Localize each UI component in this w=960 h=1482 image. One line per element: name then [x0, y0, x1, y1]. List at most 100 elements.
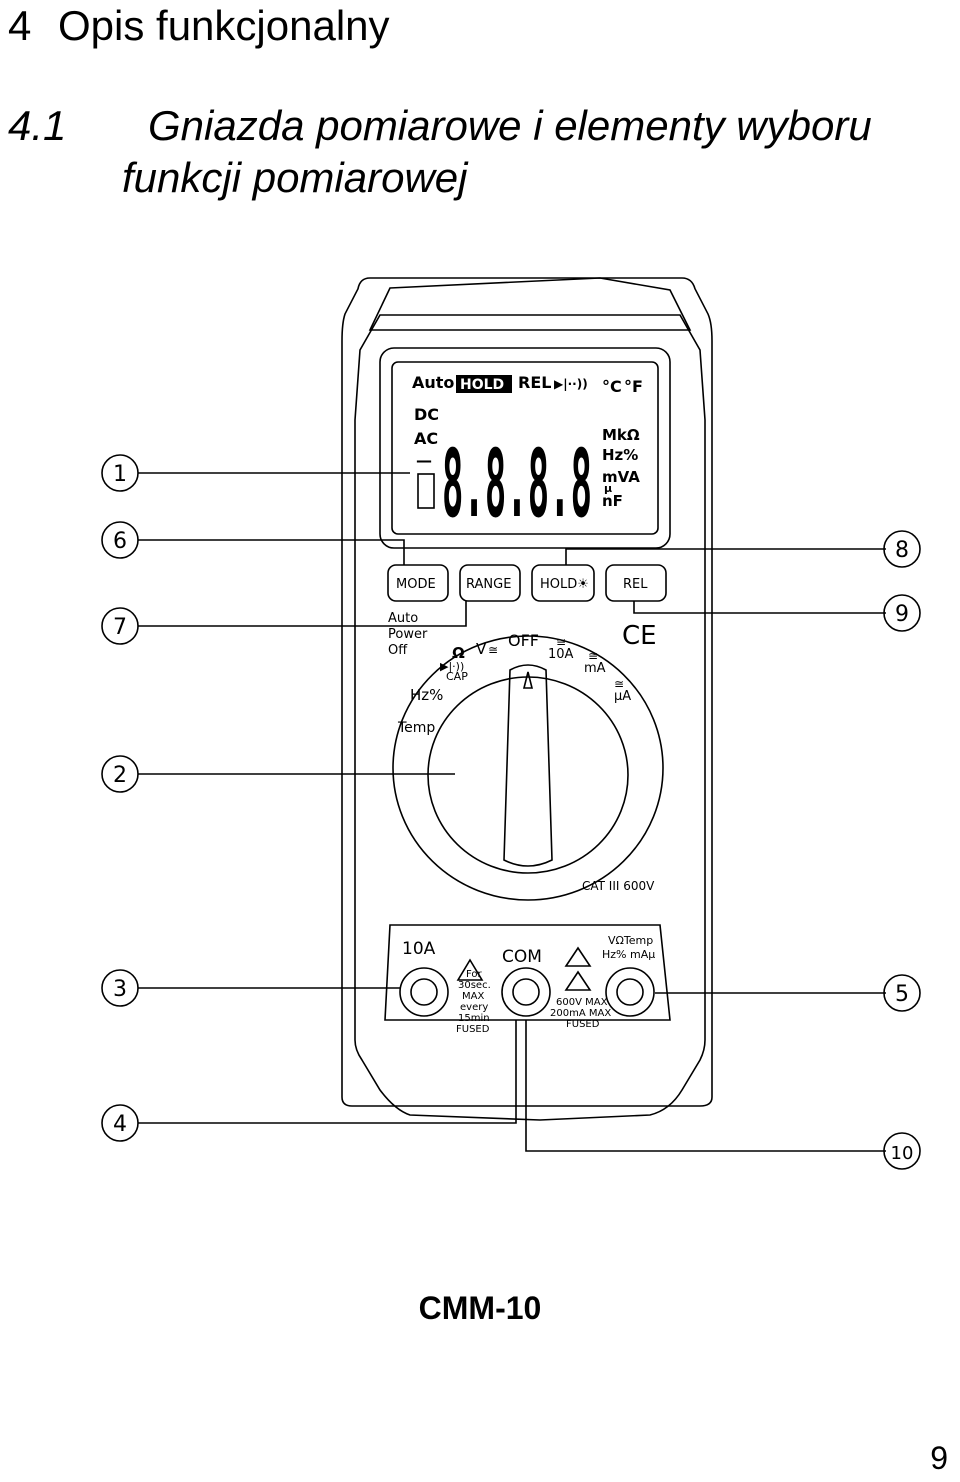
subsection-title-line1: Gniazda pomiarowe i elementy wyboru: [148, 102, 872, 149]
terminal-v-inner: [616, 978, 644, 1006]
terminal-v-label-line1: VΩTemp: [608, 934, 653, 947]
lcd-unit-mva: mVA: [602, 468, 640, 486]
dial-ua: µA: [614, 689, 631, 704]
callout-circle-4: [101, 1104, 139, 1142]
dial-cap: CAP: [446, 670, 468, 683]
battery-icon: [417, 473, 435, 509]
dial-ohm: Ω: [452, 644, 465, 662]
dial-off: OFF: [508, 631, 539, 650]
multimeter-diagram: Auto HOLD REL ▶|··)) °C °F DC AC — 8.8.8…: [101, 277, 921, 1170]
rel-button-label: REL: [623, 577, 648, 592]
cat-rating: CAT III 600V: [582, 879, 655, 893]
meter-outer-body: [341, 277, 713, 1107]
callout-circle-10: [883, 1132, 921, 1170]
dial-temp: Temp: [397, 720, 435, 736]
lcd-minus: —: [416, 451, 432, 470]
dial-10a-sym: ≅: [556, 635, 566, 649]
lcd-unit-hz: Hz%: [602, 446, 638, 464]
lcd-auto: Auto: [412, 373, 454, 392]
lcd-unit-ohm: MkΩ: [602, 426, 640, 444]
callout-circle-6: [101, 521, 139, 559]
callout-number-10: 10: [891, 1143, 914, 1164]
voltage-warning-line3: FUSED: [566, 1019, 600, 1030]
section-heading: 4 Opis funkcjonalny: [8, 2, 390, 50]
warning-icon: [456, 958, 484, 981]
range-button-label: RANGE: [466, 577, 511, 592]
lcd-window: [391, 361, 659, 535]
dial-hz: Hz%: [410, 686, 443, 704]
dial-ua-sym: ≅: [614, 677, 624, 691]
callout-number-4: 4: [113, 1112, 127, 1137]
warning-icon: [564, 970, 592, 991]
lcd-fahrenheit: °F: [624, 377, 643, 396]
fuse-warning-line4: every: [460, 1002, 488, 1013]
subsection-title-line2: funkcji pomiarowej: [122, 154, 468, 201]
lcd-diode-beep: ▶|··)): [554, 377, 588, 391]
callout-number-2: 2: [113, 763, 127, 788]
ce-mark: CE: [622, 621, 657, 651]
meter-inner-body: [354, 314, 706, 1121]
dial-ma: mA: [584, 661, 606, 676]
fuse-warning-line2: 30sec.: [458, 980, 491, 991]
voltage-warning-line1: 600V MAX: [556, 997, 608, 1008]
callout-line-9: [633, 601, 886, 614]
section-title: Opis funkcjonalny: [58, 2, 390, 49]
callout-line-8: [565, 548, 886, 565]
rel-button[interactable]: [605, 564, 667, 602]
mode-button-label: MODE: [396, 577, 436, 592]
terminal-com-label: COM: [502, 947, 542, 967]
hold-button[interactable]: [531, 564, 595, 602]
terminal-10a-inner: [410, 978, 438, 1006]
terminal-v[interactable]: [605, 967, 655, 1017]
dial-10a: 10A: [548, 647, 574, 662]
lcd-digits: 8.8.8.8: [442, 430, 592, 539]
rotary-dial-ring: [427, 676, 629, 874]
lcd-unit-mu: µ: [604, 482, 612, 495]
auto-power-off-line1: Auto: [388, 611, 418, 626]
callout-number-5: 5: [895, 982, 909, 1007]
callout-line-7: [138, 601, 467, 627]
callout-line-4: [138, 1020, 517, 1124]
callout-number-3: 3: [113, 977, 127, 1002]
rotary-dial-outer[interactable]: [392, 635, 664, 901]
callout-circle-7: [101, 607, 139, 645]
callout-line-6: [138, 539, 405, 565]
lcd-hold: HOLD: [460, 377, 504, 393]
callout-number-1: 1: [113, 462, 127, 487]
lcd-frame: [379, 347, 671, 549]
fuse-warning-line6: FUSED: [456, 1024, 490, 1035]
figure-caption: CMM-10: [418, 1290, 542, 1326]
callout-number-9: 9: [895, 602, 909, 627]
range-button[interactable]: [459, 564, 521, 602]
terminal-10a-label: 10A: [402, 939, 436, 959]
page-number: 9: [930, 1440, 948, 1476]
lcd-celsius: °C: [602, 377, 622, 396]
rotary-dial-knob[interactable]: [503, 664, 553, 867]
lcd-rel: REL: [518, 373, 551, 392]
hold-button-label: HOLD☀: [540, 577, 589, 592]
auto-power-off-line3: Off: [388, 643, 408, 658]
warning-icon: [564, 946, 592, 967]
fuse-warning-line3: MAX: [462, 991, 484, 1002]
lcd-unit-nf: nF: [602, 492, 623, 510]
dial-v-sym: ≅: [488, 643, 498, 657]
auto-power-off-line2: Power: [388, 627, 428, 642]
terminal-10a[interactable]: [399, 967, 449, 1017]
callout-circle-5: [883, 974, 921, 1012]
callout-circle-1: [101, 454, 139, 492]
subsection-number: 4.1: [8, 102, 67, 149]
callout-circle-9: [883, 594, 921, 632]
fuse-warning-line5: 15min: [458, 1013, 490, 1024]
terminal-com-inner: [512, 978, 540, 1006]
fuse-warning-line1: For: [466, 969, 483, 980]
callout-circle-2: [101, 755, 139, 793]
lcd-dc: DC: [414, 405, 439, 424]
terminal-com[interactable]: [501, 967, 551, 1017]
callout-circle-3: [101, 969, 139, 1007]
dial-ma-sym: ≅: [588, 649, 598, 663]
section-number: 4: [8, 2, 32, 49]
dial-v: V: [476, 640, 487, 658]
terminal-v-label-line2: Hz% mAµ: [602, 948, 655, 961]
callout-line-10: [525, 1020, 886, 1152]
mode-button[interactable]: [387, 564, 449, 602]
